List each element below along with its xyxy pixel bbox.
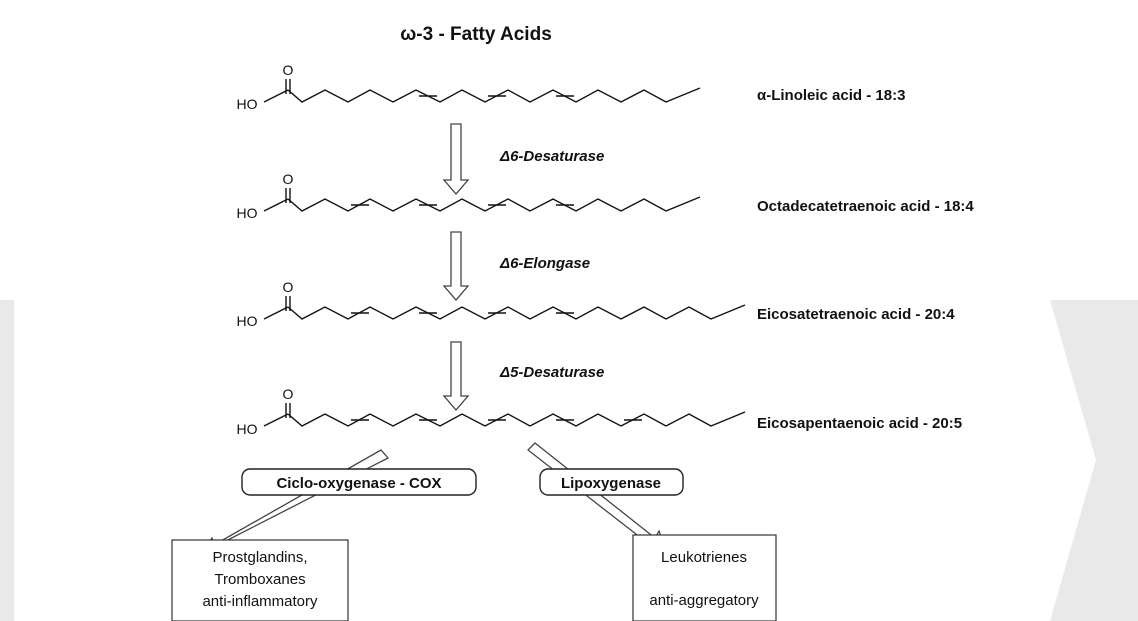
oxygen-atom-label: O — [283, 279, 294, 295]
molecule-name-1: α-Linoleic acid - 18:3 — [757, 87, 905, 104]
conversion-arrow-2 — [442, 231, 470, 301]
molecule-2 — [263, 188, 701, 212]
product-right-line-1: Leukotrienes — [661, 549, 747, 566]
molecule-name-4: Eicosapentaenoic acid - 20:5 — [757, 415, 962, 432]
hydroxyl-atom-label: HO — [237, 313, 258, 329]
hydroxyl-atom-label: HO — [237, 421, 258, 437]
lox-enzyme-box — [539, 468, 684, 496]
conversion-arrow-3 — [442, 341, 470, 411]
lox-enzyme-label: Lipoxygenase — [561, 475, 661, 492]
product-box-right — [632, 534, 777, 621]
cox-enzyme-label: Ciclo-oxygenase - COX — [276, 475, 441, 492]
conversion-arrow-1 — [442, 123, 470, 195]
molecule-4 — [263, 403, 746, 427]
watermark-right-chevron — [1050, 300, 1138, 621]
carbon-chain — [287, 411, 746, 427]
molecule-name-3: Eicosatetraenoic acid - 20:4 — [757, 306, 955, 323]
watermark-left-bar — [0, 300, 14, 621]
cox-enzyme-box — [241, 468, 477, 496]
product-right-line-2: anti-aggregatory — [649, 592, 759, 609]
watermark-shape — [0, 300, 1138, 621]
hydroxyl-atom-label: HO — [237, 205, 258, 221]
product-box-left — [171, 539, 349, 621]
hydroxyl-atom-label: HO — [237, 96, 258, 112]
carbon-chain — [287, 304, 746, 320]
carbon-chain — [287, 196, 701, 212]
diagram-title: ω-3 - Fatty Acids — [400, 24, 552, 45]
molecule-3 — [263, 296, 746, 320]
molecule-1 — [263, 79, 701, 103]
carbon-chain — [287, 87, 701, 103]
oxygen-atom-label: O — [283, 62, 294, 78]
hydroxyl-bond — [263, 89, 289, 103]
enzyme-label-2: Δ6-Elongase — [499, 255, 590, 272]
oxygen-atom-label: O — [283, 386, 294, 402]
enzyme-label-3: Δ5-Desaturase — [499, 364, 604, 381]
product-left-line-2: Tromboxanes — [214, 571, 305, 588]
product-left-line-3: anti-inflammatory — [202, 593, 318, 610]
molecule-name-2: Octadecatetraenoic acid - 18:4 — [757, 198, 974, 215]
enzyme-label-1: Δ6-Desaturase — [499, 148, 604, 165]
product-left-line-1: Prostglandins, — [212, 549, 307, 566]
oxygen-atom-label: O — [283, 171, 294, 187]
